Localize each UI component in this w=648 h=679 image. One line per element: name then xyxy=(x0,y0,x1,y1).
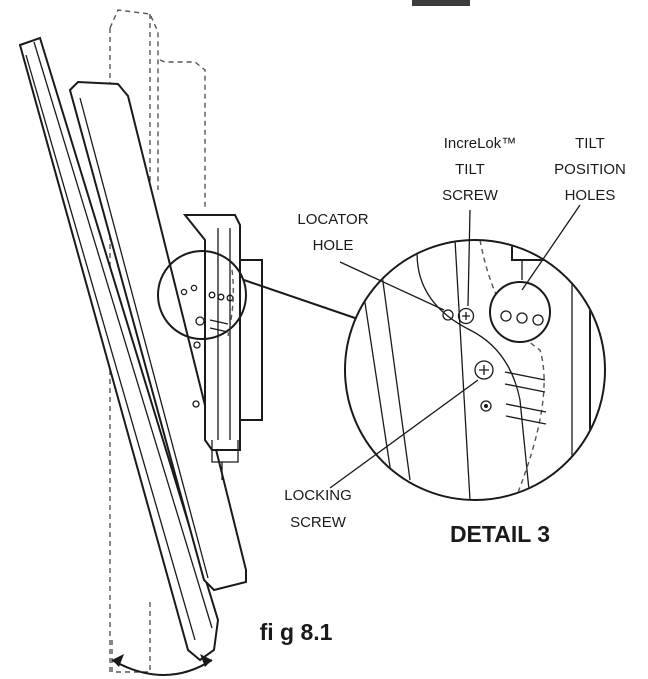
detail-title: DETAIL 3 xyxy=(450,521,550,547)
locator-leader xyxy=(339,261,445,311)
locator-label-line2: HOLE xyxy=(313,237,354,254)
locking-label-line2: SCREW xyxy=(290,514,347,531)
increlok-tilt-screw-icon xyxy=(457,307,475,325)
tilt-holes-label-line3: HOLES xyxy=(565,187,616,204)
figure-caption: fi g 8.1 xyxy=(260,619,333,645)
increlok-label-line1: IncreLok™ xyxy=(444,135,517,152)
tilt-holes-label-line1: TILT xyxy=(575,135,605,152)
increlok-leader xyxy=(467,209,471,307)
locator-hole xyxy=(442,309,454,321)
tilt-position-holes xyxy=(489,281,551,343)
display-vertical-outline xyxy=(109,9,206,673)
tilted-display xyxy=(18,36,247,662)
tilt-holes-label-line2: POSITION xyxy=(554,161,626,178)
tilt-holes-leader xyxy=(521,204,581,291)
increlok-label-line3: SCREW xyxy=(442,187,499,204)
locator-label-line1: LOCATOR xyxy=(297,211,368,228)
detail-3-circle xyxy=(344,239,606,501)
increlok-label-line2: TILT xyxy=(455,161,485,178)
locking-leader xyxy=(329,379,479,489)
tilt-arrow-icon xyxy=(111,654,213,676)
detail-leader-line xyxy=(243,279,356,319)
header-fragment xyxy=(412,0,470,6)
locking-screw-icon xyxy=(474,360,494,412)
locking-label-line1: LOCKING xyxy=(284,487,352,504)
detail-callout-circle xyxy=(157,250,247,340)
